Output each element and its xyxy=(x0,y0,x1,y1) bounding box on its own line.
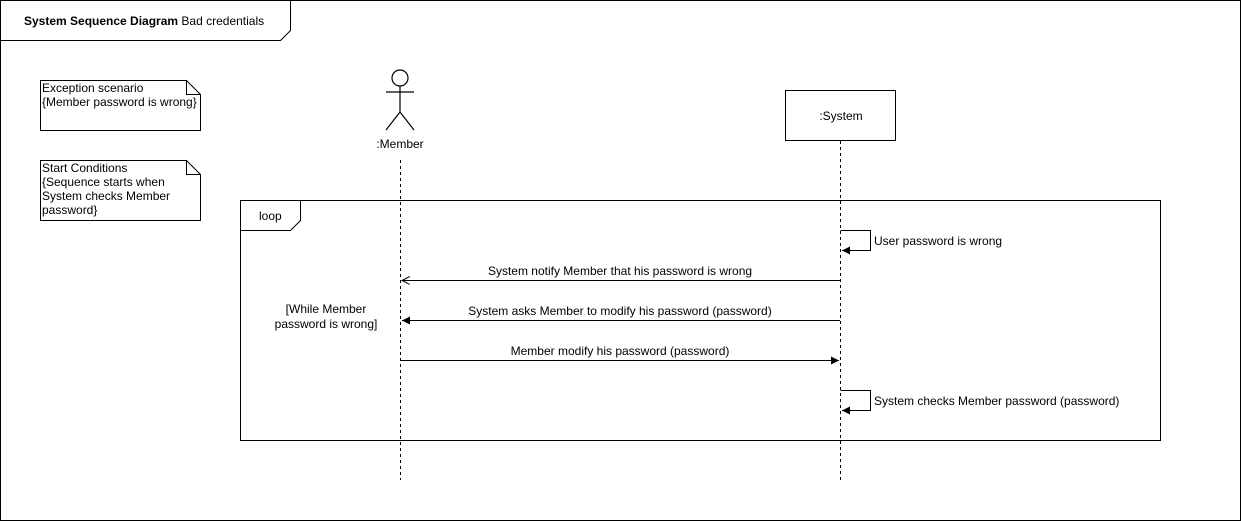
actor-member-label: :Member xyxy=(376,137,423,151)
loop-label: loop xyxy=(259,209,282,223)
note-line: Start Conditions xyxy=(42,161,127,175)
frame-title-bold: System Sequence Diagram xyxy=(24,14,178,28)
message-label: System asks Member to modify his passwor… xyxy=(468,304,771,318)
note-start-conditions: Start Conditions {Sequence starts when S… xyxy=(40,160,201,221)
message-label: Member modify his password (password) xyxy=(511,344,730,358)
message-self-user-password-wrong: User password is wrong xyxy=(840,230,1002,255)
participant-system-label: :System xyxy=(819,109,862,123)
message-self-check-password: System checks Member password (password) xyxy=(840,390,1119,415)
loop-fragment: loop [While Member password is wrong] xyxy=(240,200,1161,441)
note-line: System checks Member xyxy=(42,189,170,203)
message-label: System checks Member password (password) xyxy=(874,394,1119,408)
message-notify-member: System notify Member that his password i… xyxy=(402,264,840,281)
note-exception-scenario: Exception scenario {Member password is w… xyxy=(40,80,201,131)
participant-system: :System xyxy=(785,90,896,141)
message-member-modify-password: Member modify his password (password) xyxy=(401,344,839,365)
note-line: password} xyxy=(42,203,97,217)
stick-figure-icon xyxy=(385,69,415,131)
frame-title-rest: Bad credentials xyxy=(178,14,264,28)
message-label: System notify Member that his password i… xyxy=(488,264,752,278)
frame-title-tab xyxy=(0,0,291,41)
actor-member: :Member xyxy=(376,69,424,151)
note-line: {Member password is wrong} xyxy=(42,95,197,109)
message-ask-modify-password: System asks Member to modify his passwor… xyxy=(402,304,840,325)
message-label: User password is wrong xyxy=(874,234,1002,248)
note-line: Exception scenario xyxy=(42,81,144,95)
loop-guard-line: password is wrong] xyxy=(275,317,378,331)
loop-guard-line: [While Member xyxy=(286,302,367,316)
note-line: {Sequence starts when xyxy=(42,175,165,189)
frame-title: System Sequence Diagram Bad credentials xyxy=(24,14,264,28)
